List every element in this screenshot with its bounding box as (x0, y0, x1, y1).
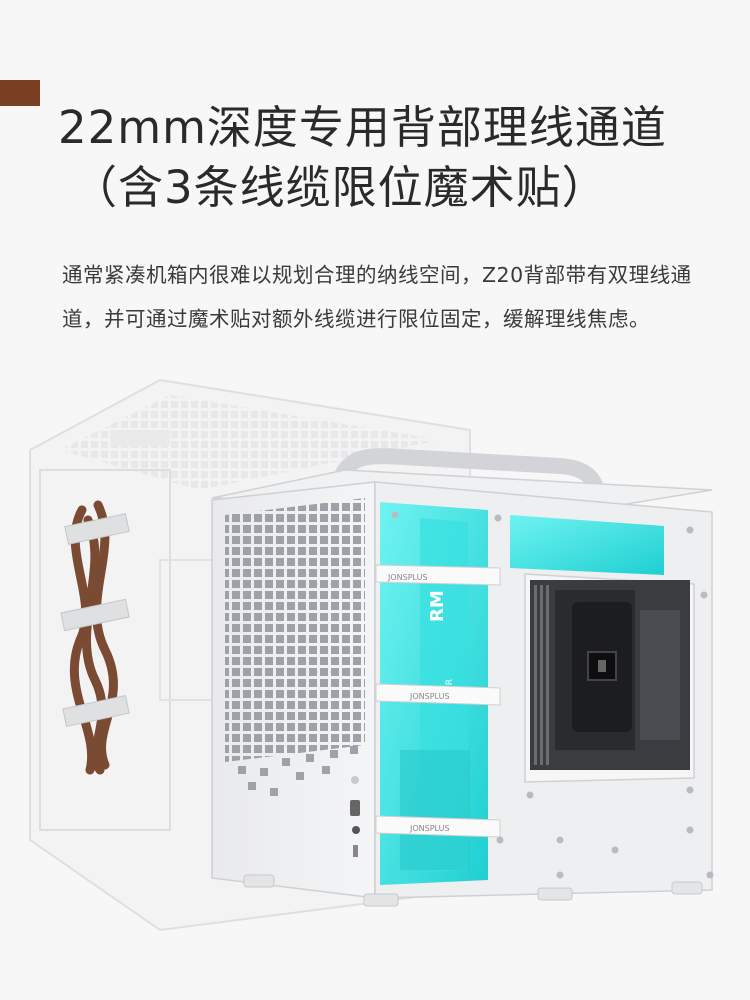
motherboard-area (524, 573, 695, 783)
strap-label-3: JONSPLUS (409, 824, 450, 833)
psu-label-rm: RM (427, 590, 448, 622)
cable-straps (60, 513, 130, 728)
accent-bar (0, 80, 40, 106)
strap-label-2: JONSPLUS (409, 692, 450, 701)
title-line-1: 22mm深度专用背部理线通道 (58, 101, 667, 155)
cable-bundle (69, 500, 118, 775)
description-text: 通常紧凑机箱内很难以规划合理的纳线空间，Z20背部带有双理线通道，并可通过魔术贴… (62, 262, 692, 331)
title-line-2: （含3条线缆限位魔术贴） (72, 161, 608, 215)
page-title: 22mm深度专用背部理线通道 （含3条线缆限位魔术贴） (58, 98, 667, 218)
velcro-straps: JONSPLUS JONSPLUS JONSPLUS (375, 564, 501, 838)
strap-label-1: JONSPLUS (387, 573, 428, 582)
product-image-pc-case: RM SAIR JONSPLUS JONSPLUS JONSPLUS (29, 378, 714, 932)
